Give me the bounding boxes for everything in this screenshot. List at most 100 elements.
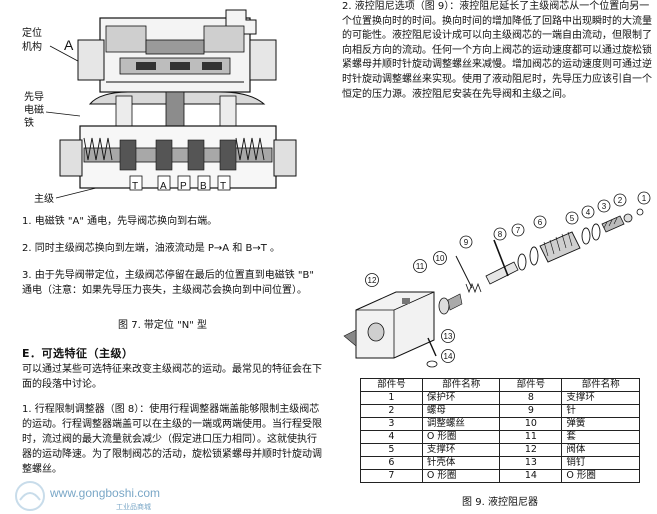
svg-text:9: 9: [464, 238, 469, 247]
stroke-limiter-paragraph: 1. 行程限制调整器（图 8）：使用行程调整器端盖能够限制主级阀芯的运动。行程调…: [22, 404, 322, 475]
callout-1: 1: [637, 191, 651, 205]
left-column: 定位 机构 先导 电磁 铁 主级 A B: [0, 0, 325, 514]
step-1-text: 1. 电磁铁 "A" 通电，先导阀芯换向到右端。: [22, 216, 218, 227]
part-no: 7: [360, 469, 423, 483]
svg-text:7: 7: [516, 226, 521, 235]
pilot-passages: [88, 91, 266, 127]
part-name: O 形圈: [561, 469, 640, 483]
port-label-a: A: [160, 181, 167, 192]
callout-9: 9: [459, 235, 473, 249]
pilot-valve: [77, 9, 277, 93]
watermark-subtitle: 工业品商城: [116, 503, 151, 511]
figure-7-caption: 图 7. 带定位 "N" 型: [118, 320, 207, 331]
label-pilot-solenoid-line3: 铁: [24, 116, 34, 129]
svg-text:12: 12: [368, 276, 377, 285]
callout-5: 5: [565, 211, 579, 225]
figure-9-caption: 图 9. 液控阻尼器: [462, 497, 538, 508]
table-row: 7 O 形圈 14 O 形圈: [360, 469, 640, 483]
callout-13: 13: [441, 329, 455, 343]
callout-4: 4: [581, 205, 595, 219]
part-no: 4: [360, 430, 423, 444]
svg-text:8: 8: [498, 230, 503, 239]
part-no: 14: [499, 469, 563, 483]
part-name: 套: [561, 430, 640, 444]
step-3-text: 3. 由于先导阀带定位，主级阀芯停留在最后的位置直到电磁铁 "B" 通电（注意：…: [22, 270, 314, 296]
part-no: 13: [499, 456, 563, 470]
svg-text:13: 13: [444, 332, 453, 341]
svg-text:11: 11: [416, 262, 425, 271]
part-no: 9: [499, 404, 563, 418]
main-stage-body: [59, 125, 297, 191]
svg-text:2: 2: [618, 196, 623, 205]
part-name: 弹簧: [561, 417, 640, 431]
parts-table-header-row: 部件号 部件名称 部件号 部件名称: [360, 378, 640, 392]
part-no: 12: [499, 443, 563, 457]
svg-text:6: 6: [538, 218, 543, 227]
part-no: 1: [360, 391, 423, 405]
parts-table: 部件号 部件名称 部件号 部件名称 1 保护环 8 支撑环 2 螺母 9 针 3…: [360, 378, 640, 483]
callout-3: 3: [597, 199, 611, 213]
port-label-t-right: T: [220, 181, 226, 192]
part-no: 6: [360, 456, 423, 470]
port-label-t-left: T: [132, 181, 138, 192]
section-e-intro: 可以通过某些可选特征来改变主级阀芯的运动。最常见的特征会在下面的段落中讨论。: [22, 364, 322, 390]
valve-cross-section-diagram: 定位 机构 先导 电磁 铁 主级 A B: [22, 9, 297, 205]
svg-text:3: 3: [602, 202, 607, 211]
header-part-name-1: 部件名称: [421, 378, 501, 392]
label-pilot-solenoid-line1: 先导: [24, 91, 44, 103]
part-no: 8: [499, 391, 563, 405]
port-label-b: B: [200, 181, 207, 192]
label-solenoid-a: A: [64, 37, 74, 53]
damper-valve-body: [343, 291, 435, 359]
step-2-text: 2. 同时主级阀芯换向到左端，油液流动是 P→A 和 B→T 。: [22, 243, 281, 254]
part-name: 针: [561, 404, 640, 418]
table-row: 4 O 形圈 11 套: [360, 430, 640, 444]
part-name: 阀体: [561, 443, 640, 457]
part-no: 5: [360, 443, 423, 457]
part-no: 2: [360, 404, 423, 418]
section-e-heading: E．可选特征（主级）: [22, 347, 134, 360]
callout-11: 11: [413, 259, 427, 273]
table-row: 1 保护环 8 支撑环: [360, 391, 640, 405]
watermark-logo: [15, 481, 45, 511]
part-name: 螺母: [421, 404, 501, 418]
right-column: 2. 液控阻尼选项（图 9）：液控阻尼延长了主级阀芯从一个位置向另一个位置换向时…: [332, 0, 657, 514]
header-part-name-2: 部件名称: [561, 378, 640, 392]
part-name: 支撑环: [561, 391, 640, 405]
svg-text:10: 10: [436, 254, 445, 263]
part-name: 针壳体: [421, 456, 501, 470]
port-label-p: P: [180, 181, 187, 192]
exploded-damper-diagram: 1 2 3 4 5 6 7 8 9 10 11 12 13 14: [343, 191, 651, 368]
watermark-url[interactable]: www.gongboshi.com: [50, 486, 161, 500]
label-position-mechanism-line2: 机构: [22, 40, 42, 53]
header-part-no-2: 部件号: [499, 378, 563, 392]
part-name: 保护环: [421, 391, 501, 405]
part-name: 调整螺丝: [421, 417, 501, 431]
label-pilot-solenoid-line2: 电磁: [24, 103, 44, 116]
part-name: 支撑环: [421, 443, 501, 457]
table-row: 3 调整螺丝 10 弹簧: [360, 417, 640, 431]
callout-12: 12: [365, 273, 379, 287]
table-row: 5 支撑环 12 阀体: [360, 443, 640, 457]
callout-8: 8: [493, 227, 507, 241]
part-no: 10: [499, 417, 563, 431]
svg-text:4: 4: [586, 208, 591, 217]
svg-text:5: 5: [570, 214, 575, 223]
table-row: 6 针壳体 13 销钉: [360, 456, 640, 470]
part-no: 11: [499, 430, 563, 444]
part-name: O 形圈: [421, 469, 501, 483]
label-position-mechanism-line1: 定位: [22, 26, 42, 39]
svg-text:1: 1: [642, 194, 647, 203]
callout-14: 14: [441, 349, 455, 363]
callout-6: 6: [533, 215, 547, 229]
part-name: O 形圈: [421, 430, 501, 444]
callout-7: 7: [511, 223, 525, 237]
header-part-no-1: 部件号: [360, 378, 423, 392]
label-main-stage: 主级: [34, 193, 54, 205]
callout-2: 2: [613, 193, 627, 207]
part-name: 销钉: [561, 456, 640, 470]
callout-10: 10: [433, 251, 447, 265]
svg-text:14: 14: [444, 352, 453, 361]
hydraulic-damper-paragraph: 2. 液控阻尼选项（图 9）：液控阻尼延长了主级阀芯从一个位置向另一个位置换向时…: [342, 1, 652, 100]
damper-exploded-parts: [426, 208, 644, 368]
